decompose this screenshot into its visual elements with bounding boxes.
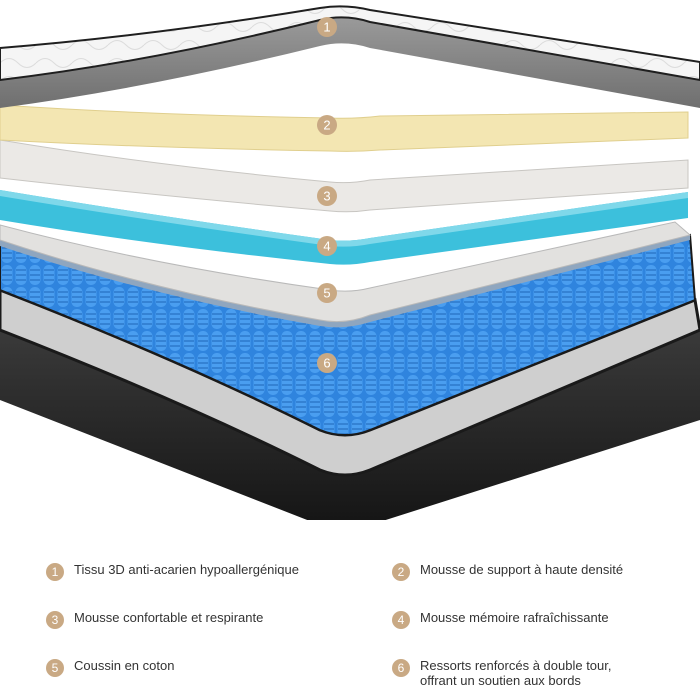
badge-6-number: 6 — [323, 356, 330, 371]
legend-label-1: Tissu 3D anti-acarien hypoallergénique — [74, 562, 299, 577]
legend-item-3: 3 Mousse confortable et respirante — [46, 610, 263, 629]
legend-item-2: 2 Mousse de support à haute densité — [392, 562, 623, 581]
memory-foam-layer — [0, 190, 688, 265]
legend-badge-4: 4 — [392, 611, 410, 629]
cover-fabric-top — [0, 5, 700, 82]
legend-item-5: 5 Coussin en coton — [46, 658, 174, 677]
legend-label-4: Mousse mémoire rafraîchissante — [420, 610, 609, 625]
legend-badge-2: 2 — [392, 563, 410, 581]
cover-fabric-side — [0, 17, 700, 108]
legend-badge-1: 1 — [46, 563, 64, 581]
badge-1-number: 1 — [323, 20, 330, 35]
badge-6: 6 — [317, 353, 337, 373]
legend-item-4: 4 Mousse mémoire rafraîchissante — [392, 610, 609, 629]
legend-label-5: Coussin en coton — [74, 658, 175, 673]
mattress-layers-illustration: 1 2 3 4 5 6 — [0, 5, 700, 520]
badge-3-number: 3 — [323, 189, 330, 204]
base-dark-layer — [0, 330, 700, 520]
cotton-layer — [0, 221, 692, 323]
legend-badge-5: 5 — [46, 659, 64, 677]
badge-4-number: 4 — [323, 239, 330, 254]
legend-label-6: Ressorts renforcés à double tour, offran… — [420, 658, 612, 688]
legend-badge-3: 3 — [46, 611, 64, 629]
badge-1: 1 — [317, 17, 337, 37]
layer-legend: 1 Tissu 3D anti-acarien hypoallergénique… — [0, 548, 700, 698]
badge-4: 4 — [317, 236, 337, 256]
badge-2: 2 — [317, 115, 337, 135]
badge-2-number: 2 — [323, 118, 330, 133]
badge-3: 3 — [317, 186, 337, 206]
legend-item-1: 1 Tissu 3D anti-acarien hypoallergénique — [46, 562, 299, 581]
legend-badge-6: 6 — [392, 659, 410, 677]
comfort-foam-layer — [0, 139, 689, 213]
badge-5-number: 5 — [323, 286, 330, 301]
support-foam-layer — [0, 104, 689, 152]
legend-label-3: Mousse confortable et respirante — [74, 610, 264, 625]
legend-label-2: Mousse de support à haute densité — [420, 562, 624, 577]
badge-5: 5 — [317, 283, 337, 303]
legend-item-6: 6 Ressorts renforcés à double tour, offr… — [392, 658, 612, 688]
